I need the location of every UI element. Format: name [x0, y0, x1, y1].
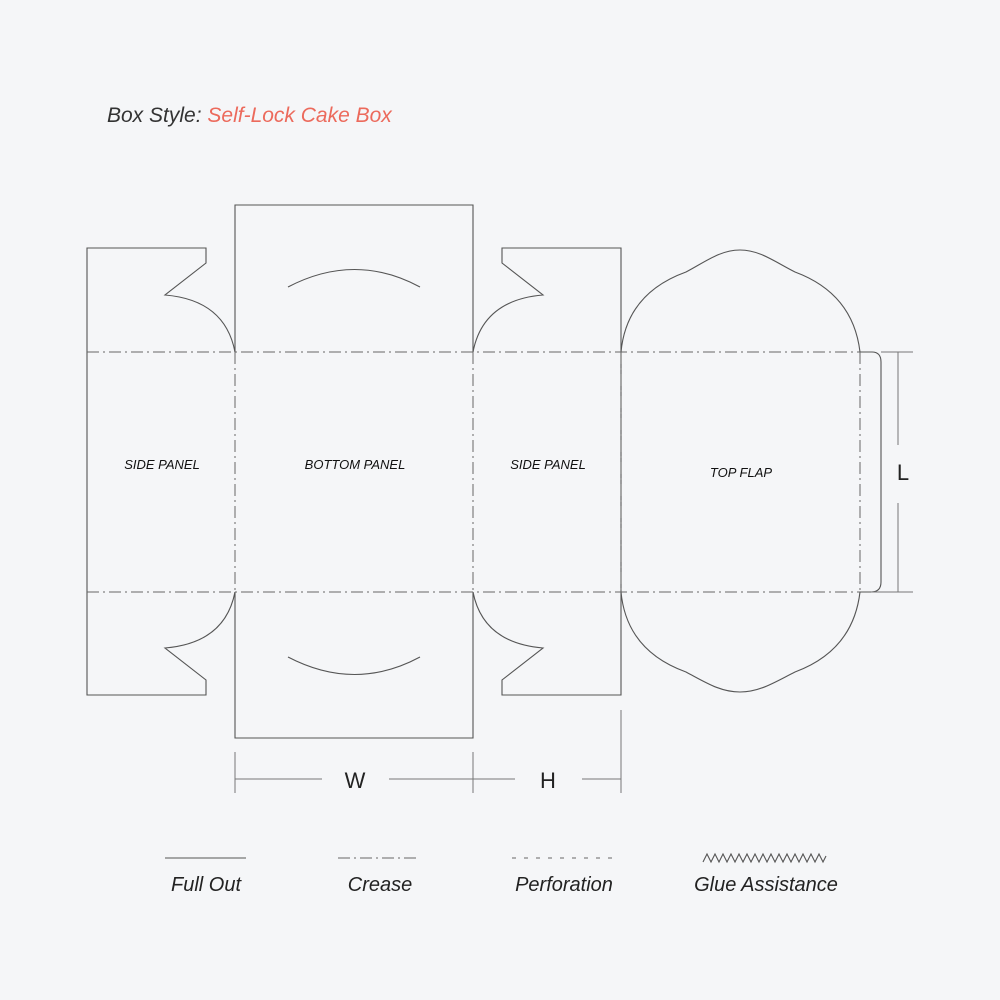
glue-assistance-swatch [702, 852, 827, 864]
box-style-title: Box Style: Self-Lock Cake Box [107, 104, 392, 128]
side-panel-right-label: SIDE PANEL [510, 457, 586, 472]
width-label: W [345, 768, 366, 793]
width-height-dimension: W H [234, 710, 622, 793]
length-dimension: L [871, 351, 913, 593]
left-side-panel [86, 247, 236, 696]
glue-tab [860, 351, 882, 593]
top-lock-slot [287, 268, 421, 288]
top-flap-label: TOP FLAP [710, 465, 772, 480]
side-panel-left-label: SIDE PANEL [124, 457, 200, 472]
legend-crease: Crease [348, 874, 412, 896]
legend: Full Out Crease Perforation Glue Assista… [165, 852, 838, 896]
legend-perforation: Perforation [515, 874, 613, 896]
title-prefix: Box Style: [107, 104, 202, 127]
crease-lines [87, 351, 861, 593]
length-label: L [897, 460, 909, 485]
legend-glue-assistance: Glue Assistance [694, 874, 838, 896]
box-style-value: Self-Lock Cake Box [207, 104, 392, 127]
height-label: H [540, 768, 556, 793]
top-flap [620, 249, 882, 693]
bottom-panel [234, 204, 474, 739]
bottom-lock-slot [287, 656, 421, 676]
bottom-panel-label: BOTTOM PANEL [305, 457, 406, 472]
legend-full-out: Full Out [171, 874, 242, 896]
